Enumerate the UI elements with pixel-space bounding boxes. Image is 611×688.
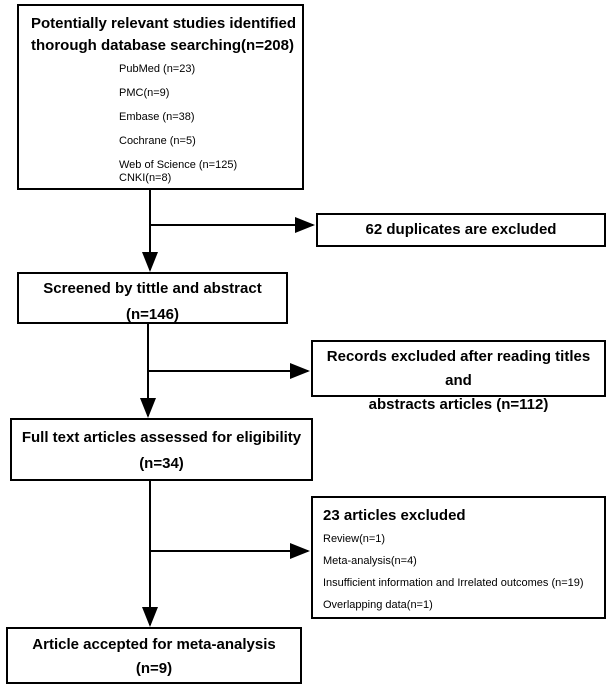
search-results-box: Potentially relevant studies identified … [17, 4, 304, 190]
source-cochrane: Cochrane (n=5) [119, 135, 196, 147]
excluded-item-review: Review(n=1) [323, 533, 386, 545]
excluded-records-line2: abstracts articles (n=112) [368, 396, 549, 413]
source-cnki: CNKI(n=8) [119, 172, 172, 184]
excluded-item-insufficient: Insufficient information and Irrelated o… [323, 577, 584, 589]
excluded-item-overlapping: Overlapping data(n=1) [323, 599, 433, 611]
source-pmc: PMC(n=9) [119, 87, 170, 99]
final-line1: Article accepted for meta-analysis [32, 636, 276, 653]
excluded-articles-box: 23 articles excluded Review(n=1) Meta-an… [311, 496, 606, 619]
full-text-line1: Full text articles assessed for eligibil… [21, 429, 302, 446]
excluded-articles-title: 23 articles excluded [323, 507, 466, 524]
excluded-item-meta-analysis: Meta-analysis(n=4) [323, 555, 417, 567]
excluded-records-box: Records excluded after reading titles an… [311, 340, 606, 413]
source-embase: Embase (n=38) [119, 111, 195, 123]
excluded-records-line1: Records excluded after reading titles an… [326, 348, 591, 389]
full-text-count: (n=34) [139, 455, 184, 472]
screened-box: Screened by tittle and abstract (n=146) [17, 272, 288, 324]
full-text-box: Full text articles assessed for eligibil… [10, 418, 313, 481]
screened-line1: Screened by tittle and abstract [43, 280, 262, 297]
search-title: Potentially relevant studies identified … [31, 15, 297, 54]
duplicates-box: 62 duplicates are excluded [316, 213, 606, 247]
screened-count: (n=146) [126, 306, 179, 323]
source-web-of-science: Web of Science (n=125) [119, 159, 238, 171]
duplicates-label: 62 duplicates are excluded [365, 221, 557, 238]
final-count: (n=9) [135, 660, 173, 677]
final-box: Article accepted for meta-analysis (n=9) [6, 627, 302, 684]
source-pubmed: PubMed (n=23) [119, 63, 196, 75]
